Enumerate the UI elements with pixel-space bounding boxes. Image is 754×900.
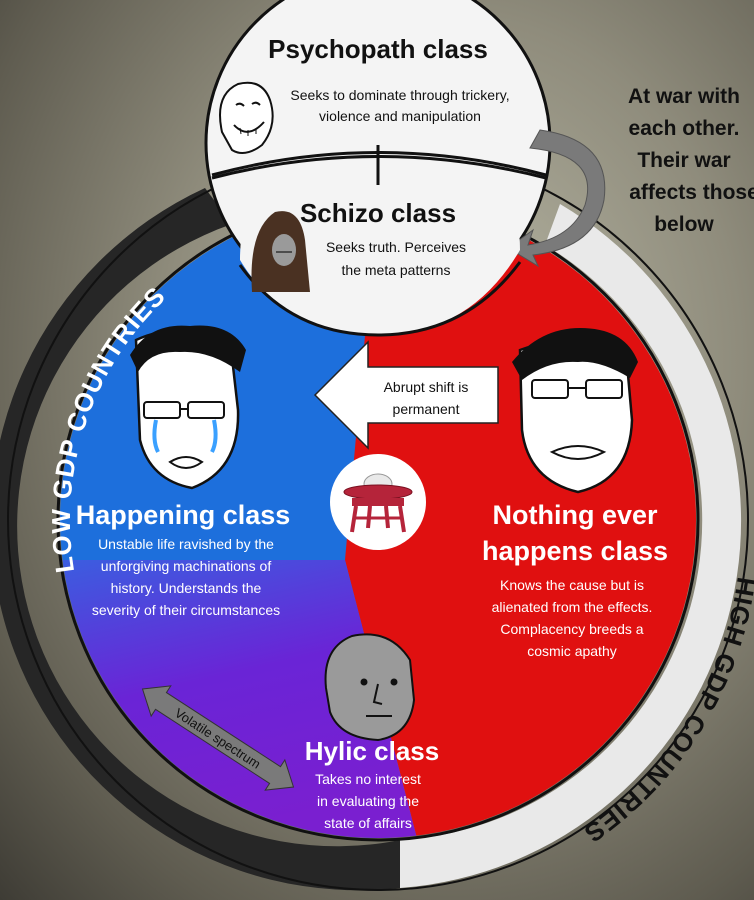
shift-line-1: Abrupt shift is: [384, 379, 469, 395]
nothing-title-1: Nothing ever: [492, 500, 658, 530]
nothing-desc-1: Knows the cause but is: [500, 577, 644, 593]
war-arrow: [507, 129, 606, 268]
schizo-desc-1: Seeks truth. Perceives: [326, 239, 466, 255]
happening-desc-1: Unstable life ravished by the: [98, 536, 274, 552]
hylic-title: Hylic class: [305, 736, 439, 766]
crying-wojak-icon: [130, 325, 246, 490]
smiling-mask-face-icon: [219, 81, 274, 155]
nothing-desc-3: Complacency breeds a: [500, 621, 643, 637]
shift-line-2: permanent: [393, 401, 460, 417]
schizo-node: Schizo class Seeks truth. Perceives the …: [211, 155, 547, 337]
nothing-title-2: happens class: [482, 536, 668, 566]
hooded-figure-icon: [251, 211, 310, 292]
happening-desc-4: severity of their circumstances: [92, 602, 280, 618]
war-note-line-1: At war with: [628, 85, 740, 108]
happening-desc-3: history. Understands the: [111, 580, 262, 596]
nothing-desc-2: alienated from the effects.: [492, 599, 653, 615]
psychopath-desc-1: Seeks to dominate through trickery,: [290, 87, 509, 103]
war-note: At war with each other. Their war affect…: [628, 85, 754, 236]
war-note-line-2: each other.: [629, 117, 740, 140]
table-globe-icon: [330, 454, 426, 550]
abrupt-shift-arrow: Abrupt shift is permanent: [313, 340, 499, 450]
psychopath-title: Psychopath class: [268, 34, 488, 64]
psychopath-desc-2: violence and manipulation: [319, 108, 481, 124]
war-note-line-4: affects those: [629, 181, 754, 204]
ring-right-light: [400, 204, 742, 888]
happening-desc-2: unforgiving machinations of: [101, 558, 272, 574]
schizo-desc-2: the meta patterns: [342, 262, 451, 278]
frowning-wojak-icon: [512, 328, 638, 494]
war-note-line-5: below: [654, 213, 714, 236]
schizo-title: Schizo class: [300, 198, 456, 228]
happening-title: Happening class: [76, 500, 291, 530]
npc-face-icon: [324, 633, 416, 742]
war-note-line-3: Their war: [637, 149, 730, 172]
hylic-desc-3: state of affairs: [324, 815, 412, 831]
nothing-text: Nothing ever happens class Knows the cau…: [482, 500, 668, 659]
hylic-text: Hylic class Takes no interest in evaluat…: [305, 736, 439, 831]
hylic-desc-2: in evaluating the: [317, 793, 419, 809]
hylic-desc-1: Takes no interest: [315, 771, 421, 787]
happening-text: Happening class Unstable life ravished b…: [76, 500, 291, 618]
nothing-desc-4: cosmic apathy: [527, 643, 616, 659]
